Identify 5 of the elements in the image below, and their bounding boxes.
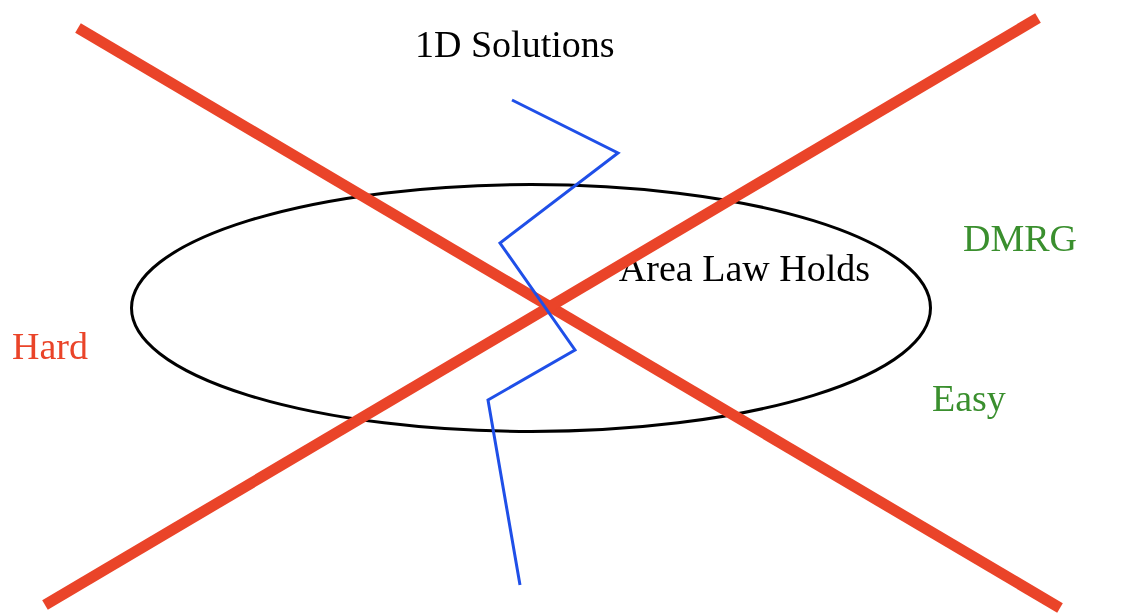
heading-label: 1D Solutions <box>415 22 615 66</box>
method-label: DMRG <box>963 216 1078 260</box>
difficulty-label: Hard <box>12 324 88 368</box>
difficulty-label: Easy <box>932 376 1006 420</box>
ellipse <box>130 183 932 433</box>
